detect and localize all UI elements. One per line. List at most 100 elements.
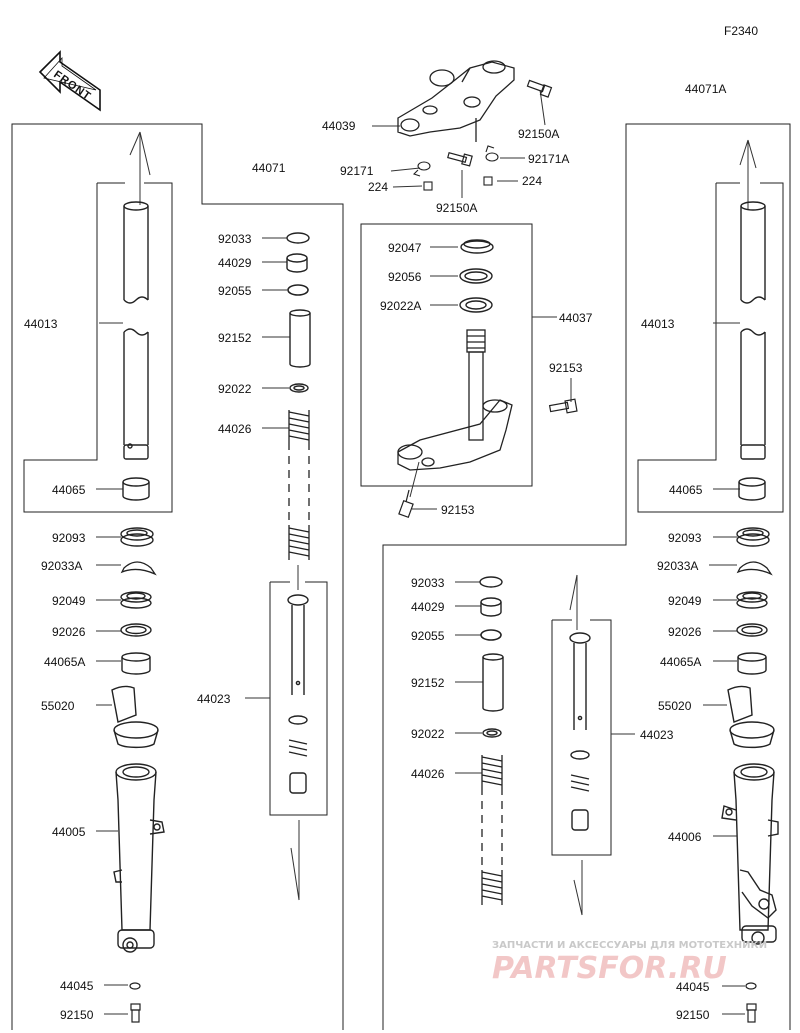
label-left-92055: 92055: [218, 284, 252, 298]
label-right-92033: 92033: [411, 576, 445, 590]
label-92153-side: 92153: [549, 361, 583, 375]
right-oring-92055-icon: [480, 629, 502, 641]
label-left-44026: 44026: [218, 422, 252, 436]
left-bolt-92150-icon: [130, 1003, 141, 1023]
left-pipe-92152-icon: [289, 309, 311, 368]
label-92047: 92047: [388, 241, 422, 255]
label-92153-bottom: 92153: [441, 503, 475, 517]
bolt-92153-bottom-icon: [398, 489, 414, 519]
label-right-44006: 44006: [668, 830, 702, 844]
right-washer-92026-icon: [736, 623, 768, 637]
left-washer-92026-icon: [120, 623, 152, 637]
left-oring-92055-icon: [287, 284, 309, 296]
label-right-92150: 92150: [676, 1008, 710, 1022]
right-seal-92093-icon: [736, 527, 770, 547]
label-left-92026: 92026: [52, 625, 86, 639]
label-left-44045: 44045: [60, 979, 94, 993]
label-right-92049: 92049: [668, 594, 702, 608]
steering-stem-icon: [397, 329, 513, 471]
right-fork-tube-44013-icon: [740, 201, 766, 460]
label-44039: 44039: [322, 119, 356, 133]
label-44071A: 44071A: [685, 82, 726, 96]
left-oring-92033-icon: [286, 232, 310, 244]
bearing-92056-icon: [459, 268, 493, 284]
label-left-92022: 92022: [218, 382, 252, 396]
left-cylinder-44023-icon: [287, 594, 309, 794]
label-left-92049: 92049: [52, 594, 86, 608]
left-seal-92049-icon: [120, 591, 152, 609]
front-arrow-icon: [38, 50, 101, 112]
label-right-44026: 44026: [411, 767, 445, 781]
label-left-44013: 44013: [24, 317, 58, 331]
label-224-left: 224: [368, 180, 388, 194]
screw-224-icon: [423, 176, 493, 191]
left-spring-44026-icon: [288, 410, 310, 560]
washer-92022A-icon: [459, 297, 493, 313]
left-bush-44065A-icon: [121, 652, 151, 675]
label-right-92152: 92152: [411, 676, 445, 690]
right-bolt-92150-icon: [746, 1003, 757, 1023]
left-seal-92093-icon: [120, 527, 154, 547]
label-left-92093: 92093: [52, 531, 86, 545]
left-bush-44065-icon: [122, 477, 150, 501]
label-right-55020: 55020: [658, 699, 692, 713]
label-92150A-top: 92150A: [518, 127, 559, 141]
right-washer-92022-icon: [482, 728, 502, 738]
right-guard-55020-icon: [727, 685, 775, 749]
label-right-44045: 44045: [676, 980, 710, 994]
left-washer-44045-icon: [129, 982, 141, 990]
frame-right-fork: [382, 123, 791, 1030]
label-right-92022: 92022: [411, 727, 445, 741]
right-bush-44065-icon: [738, 477, 766, 501]
label-left-92152: 92152: [218, 331, 252, 345]
label-44037: 44037: [559, 311, 593, 325]
label-right-44023: 44023: [640, 728, 674, 742]
left-cap-44029-icon: [286, 253, 308, 273]
label-left-44065A: 44065A: [44, 655, 85, 669]
clamp-92171-icon: [412, 145, 499, 177]
watermark-logo: PARTSFOR.RU: [492, 951, 727, 986]
left-clip-92033A-icon: [120, 561, 157, 576]
top-bracket-icon: [397, 60, 515, 142]
frame-steering-stem: [360, 223, 533, 487]
diagram-code: F2340: [724, 24, 758, 38]
label-left-92033: 92033: [218, 232, 252, 246]
label-left-44065: 44065: [52, 483, 86, 497]
right-oring-92033-icon: [479, 576, 503, 588]
right-pipe-92152-icon: [482, 653, 504, 712]
right-cap-44029-icon: [480, 597, 502, 617]
label-224-right: 224: [522, 174, 542, 188]
leader-lines: [96, 89, 757, 1015]
label-92022A: 92022A: [380, 299, 421, 313]
left-fork-tube-44013-icon: [123, 201, 149, 460]
bolt-92153-side-icon: [548, 398, 578, 414]
frame-left-fork: [11, 123, 344, 1030]
label-left-92150: 92150: [60, 1008, 94, 1022]
right-cylinder-44023-icon: [569, 632, 591, 831]
label-right-92093: 92093: [668, 531, 702, 545]
right-bush-44065A-icon: [737, 652, 767, 675]
left-guard-55020-icon: [111, 685, 159, 749]
label-right-44013: 44013: [641, 317, 675, 331]
label-right-92055: 92055: [411, 629, 445, 643]
label-44071: 44071: [252, 161, 286, 175]
front-label: FRONT: [51, 69, 93, 103]
label-right-92033A: 92033A: [657, 559, 698, 573]
right-clip-92033A-icon: [736, 561, 773, 576]
label-right-92026: 92026: [668, 625, 702, 639]
label-left-44005: 44005: [52, 825, 86, 839]
stem-seal-92047-icon: [460, 239, 494, 254]
label-right-44065: 44065: [669, 483, 703, 497]
label-right-44029: 44029: [411, 600, 445, 614]
label-right-44065A: 44065A: [660, 655, 701, 669]
label-left-44029: 44029: [218, 256, 252, 270]
label-left-44023: 44023: [197, 692, 231, 706]
bolt-92150A-top-icon: [526, 79, 553, 98]
right-seal-92049-icon: [736, 591, 768, 609]
label-92171: 92171: [340, 164, 374, 178]
right-spring-44026-icon: [481, 755, 503, 905]
label-left-92033A: 92033A: [41, 559, 82, 573]
watermark-tagline: ЗАПЧАСТИ И АКСЕССУАРЫ ДЛЯ МОТОТЕХНИКИ: [492, 940, 767, 951]
left-outer-tube-44005-icon: [113, 763, 165, 953]
